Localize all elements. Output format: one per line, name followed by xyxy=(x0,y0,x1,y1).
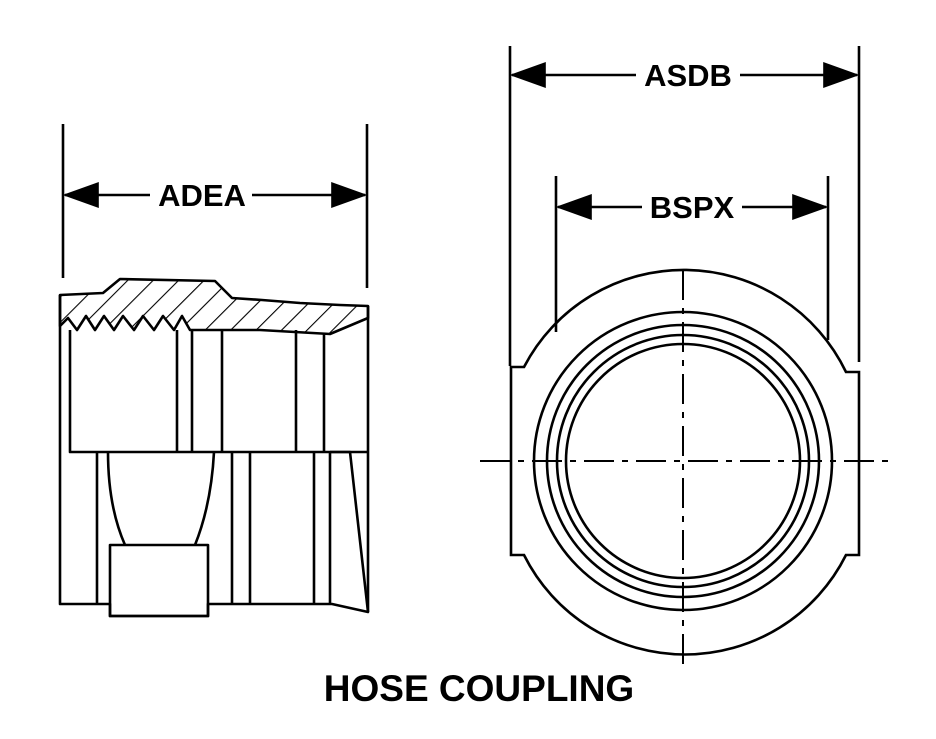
nut-block xyxy=(108,543,210,618)
adea-label: ADEA xyxy=(158,178,246,213)
drawing-title: HOSE COUPLING xyxy=(324,668,634,709)
bspx-label: BSPX xyxy=(650,190,735,225)
end-view xyxy=(480,46,890,668)
coupling-outer-profile xyxy=(509,268,861,656)
chamfer-lower xyxy=(330,450,370,613)
side-view xyxy=(58,124,370,618)
thread-section-hatched xyxy=(58,277,370,336)
upper-bore xyxy=(68,330,368,454)
shank-left-curve xyxy=(106,451,127,546)
shank-right-curve xyxy=(193,451,216,546)
ring-outer xyxy=(532,310,834,612)
asdb-label: ASDB xyxy=(644,58,732,93)
